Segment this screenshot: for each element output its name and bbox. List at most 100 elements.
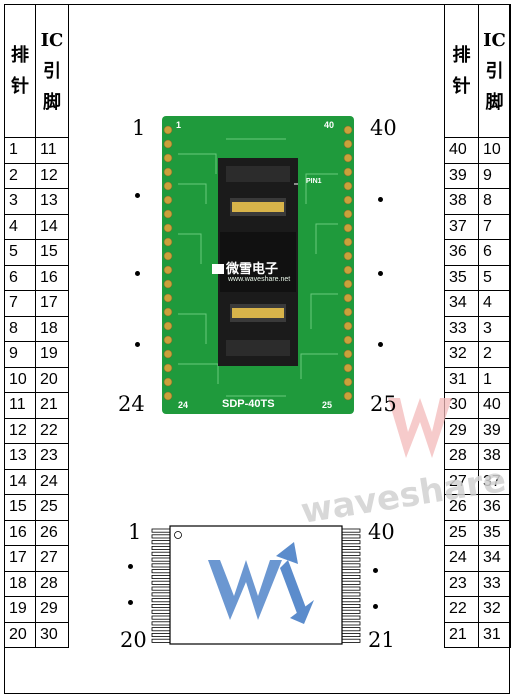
chip-lead (341, 551, 361, 556)
header-pin-cell: 2 (4, 162, 36, 189)
ic-pin-cell: 22 (35, 417, 69, 444)
chip-lead (341, 540, 361, 545)
header-pin-cell: 34 (444, 290, 479, 317)
header-pin (163, 153, 173, 163)
header-pin (163, 349, 173, 359)
ic-pin-cell: 11 (35, 137, 69, 164)
header-pin (343, 293, 353, 303)
ic-pin-cell: 27 (35, 545, 69, 572)
ic-pin-cell: 28 (35, 570, 69, 597)
board-label-top-left: 1 (132, 116, 146, 140)
chip-lead (151, 592, 171, 597)
header-pin (163, 209, 173, 219)
chip-label-bottom-left: 20 (120, 628, 147, 652)
ic-pin-cell: 18 (35, 315, 69, 342)
header-pin (163, 251, 173, 261)
board-model: SDP-40TS (222, 398, 275, 410)
header-pin (343, 321, 353, 331)
tsop40-chip-diagram (148, 520, 364, 650)
chip-lead (341, 575, 361, 580)
silk-pin1-marker: PIN1 (306, 178, 322, 185)
chip-lead (151, 609, 171, 614)
ic-pin-cell: 2 (478, 341, 511, 368)
header-pin (343, 265, 353, 275)
ellipsis-dot (378, 271, 383, 276)
header-pin (163, 391, 173, 401)
ic-pin-cell: 14 (35, 213, 69, 240)
ic-pin-cell: 35 (478, 519, 511, 546)
ic-pin-cell: 5 (478, 264, 511, 291)
header-pin (163, 279, 173, 289)
ic-pin-cell: 20 (35, 366, 69, 393)
chip-lead (341, 563, 361, 568)
ic-pin-cell: 39 (478, 417, 511, 444)
header-ic-pin: IC 引 脚 (35, 4, 69, 138)
ic-pin-cell: 12 (35, 162, 69, 189)
header-pin-cell: 36 (444, 239, 479, 266)
silk-pin-25: 25 (322, 400, 333, 410)
header-pin (343, 223, 353, 233)
header-pin (163, 307, 173, 317)
header-pin-cell: 18 (4, 570, 36, 597)
header-pin-cell: 27 (444, 468, 479, 495)
chip-lead (151, 575, 171, 580)
header-pin (343, 209, 353, 219)
ic-pin-cell: 30 (35, 621, 69, 648)
ic-pin-cell: 32 (478, 596, 511, 623)
ic-pin-cell: 13 (35, 188, 69, 215)
chip-lead (341, 621, 361, 626)
header-ic-pin: IC 引 脚 (478, 4, 511, 138)
chip-lead (341, 580, 361, 585)
ic-pin-cell: 23 (35, 443, 69, 470)
header-pin (343, 251, 353, 261)
header-pin-cell: 21 (444, 621, 479, 648)
chip-lead (151, 621, 171, 626)
chip-lead (151, 580, 171, 585)
header-pin-cell: 7 (4, 290, 36, 317)
header-pin-cell: 38 (444, 188, 479, 215)
header-pin (163, 125, 173, 135)
header-pin-cell: 40 (444, 137, 479, 164)
header-pin-cell: 35 (444, 264, 479, 291)
ellipsis-dot (135, 193, 140, 198)
board-label-bottom-right: 25 (370, 392, 397, 416)
header-pin (343, 307, 353, 317)
ellipsis-dot (373, 604, 378, 609)
chip-label-top-right: 40 (368, 520, 395, 544)
header-pin (163, 223, 173, 233)
ic-pin-cell: 8 (478, 188, 511, 215)
ic-pin-cell: 9 (478, 162, 511, 189)
chip-lead (341, 604, 361, 609)
chip-lead (341, 615, 361, 620)
chip-lead (341, 569, 361, 574)
header-pin-cell: 17 (4, 545, 36, 572)
right-table-header: 排 针 IC 引 脚 (444, 4, 511, 138)
ic-pin-cell: 24 (35, 468, 69, 495)
header-pin (343, 363, 353, 373)
header-pin-cell: 3 (4, 188, 36, 215)
header-pin: 排 针 (444, 4, 479, 138)
header-pin (343, 153, 353, 163)
chip-lead (151, 557, 171, 562)
header-pin-cell: 11 (4, 392, 36, 419)
